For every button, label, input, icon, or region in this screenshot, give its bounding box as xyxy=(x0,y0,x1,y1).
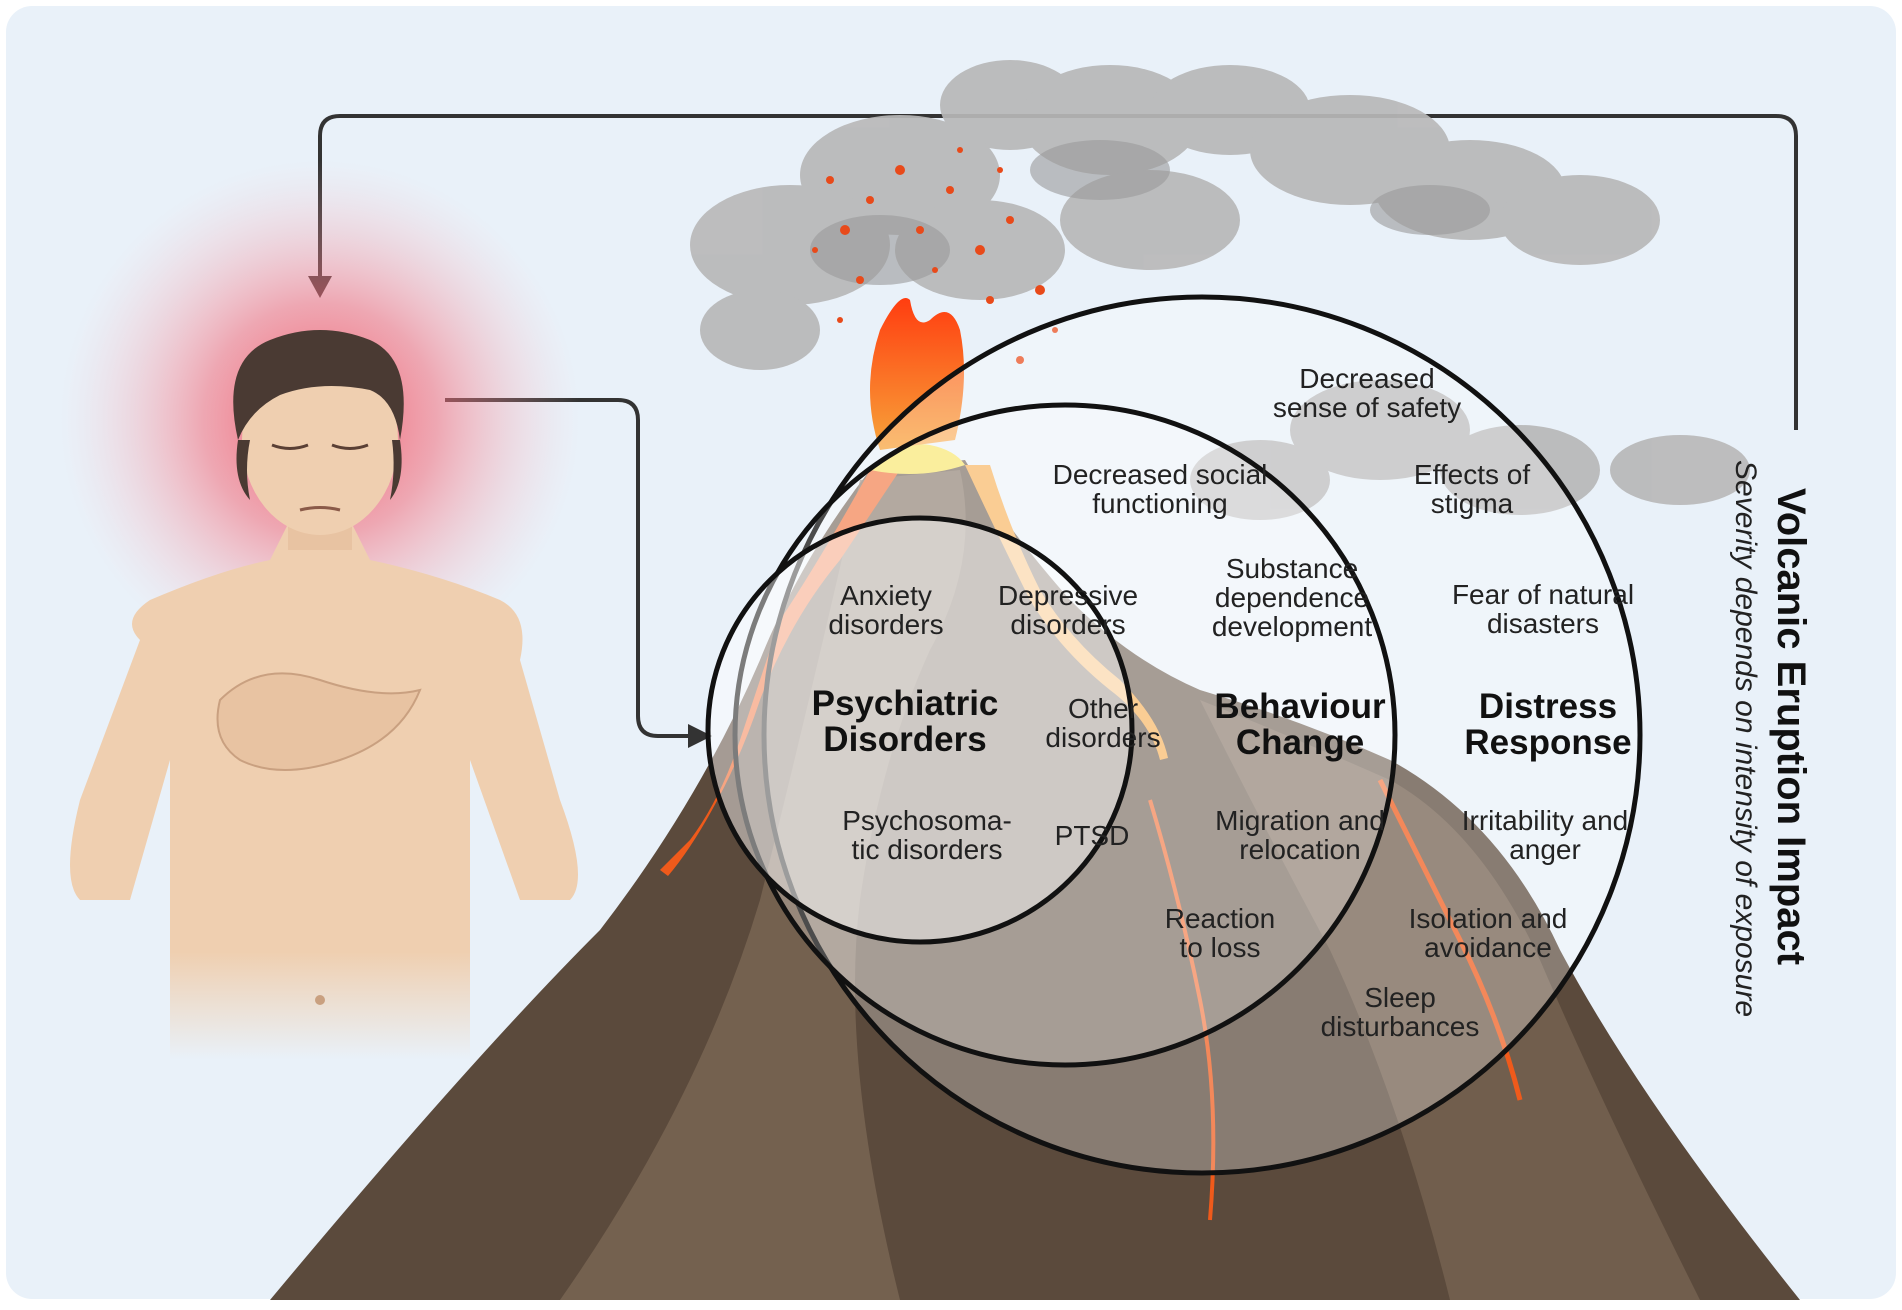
psychiatric-item: Psychosoma-tic disorders xyxy=(842,805,1012,865)
side-subtitle: Severity depends on intensity of exposur… xyxy=(1729,460,1762,1017)
lava-spray xyxy=(812,147,1058,450)
behaviour-change-circle xyxy=(732,402,1398,1068)
person-figure xyxy=(70,330,578,1060)
distress-response-circle xyxy=(761,294,1643,1176)
psychiatric-disorders-circle xyxy=(705,515,1135,945)
psychiatric-item: PTSD xyxy=(1055,820,1130,851)
person-hair xyxy=(233,330,404,440)
person-torso xyxy=(70,520,578,1060)
arrow-right-icon xyxy=(688,724,712,748)
impact-circles xyxy=(705,294,1643,1176)
person-hands xyxy=(216,672,422,771)
exposure-line xyxy=(445,398,690,738)
side-title: Volcanic Eruption Impact xyxy=(1769,488,1813,965)
